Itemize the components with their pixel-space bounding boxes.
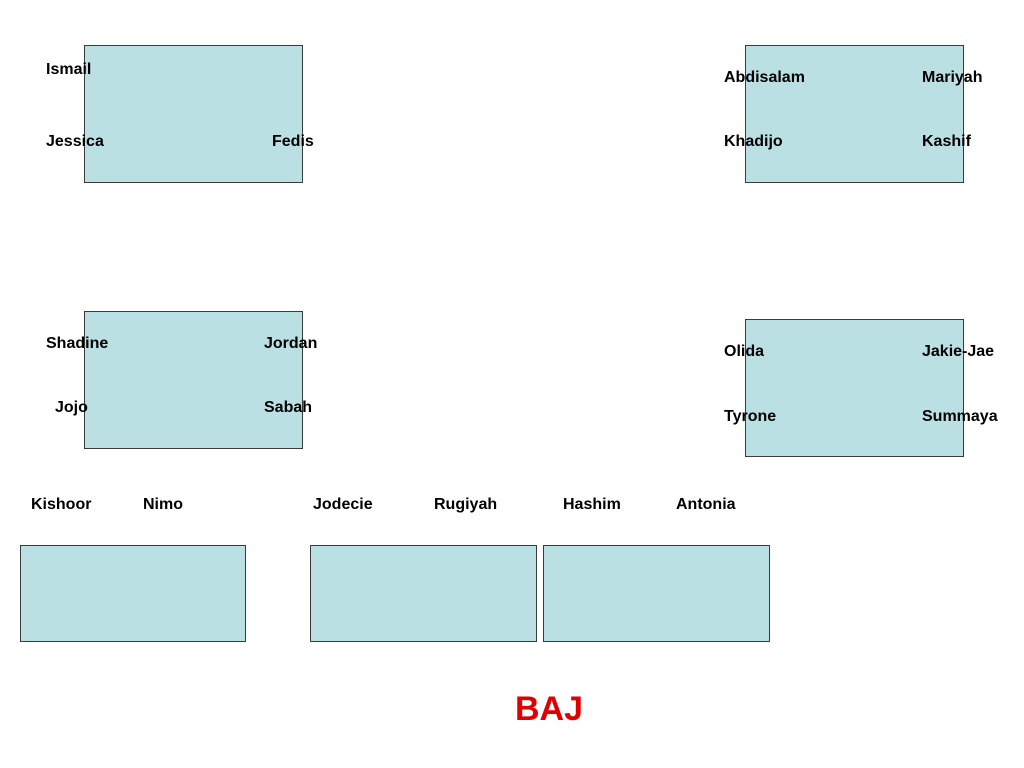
student-name: Antonia [676, 496, 736, 513]
table-6 [310, 545, 537, 642]
student-name: Jordan [264, 335, 318, 352]
student-name: Hashim [563, 496, 621, 513]
table-1 [84, 45, 303, 183]
student-name: Sabah [264, 399, 313, 416]
student-name: Mariyah [922, 69, 983, 86]
table-7 [543, 545, 770, 642]
table-3 [84, 311, 303, 449]
student-name: Jojo [55, 399, 88, 416]
table-4 [745, 319, 964, 457]
student-name: Ismail [46, 61, 92, 78]
class-label: BAJ [515, 690, 584, 728]
student-name: Kishoor [31, 496, 92, 513]
student-name: Nimo [143, 496, 183, 513]
student-name: Khadijo [724, 133, 783, 150]
student-name: Kashif [922, 133, 971, 150]
student-name: Olida [724, 343, 765, 360]
student-name: Jodecie [313, 496, 373, 513]
student-name: Shadine [46, 335, 109, 352]
student-name: Abdisalam [724, 69, 805, 86]
table-5 [20, 545, 246, 642]
student-name: Rugiyah [434, 496, 498, 513]
student-name: Fedis [272, 133, 314, 150]
table-2 [745, 45, 964, 183]
student-name: Tyrone [724, 408, 777, 425]
student-name: Summaya [922, 408, 998, 425]
student-name: Jakie-Jae [922, 343, 995, 360]
student-name: Jessica [46, 133, 104, 150]
